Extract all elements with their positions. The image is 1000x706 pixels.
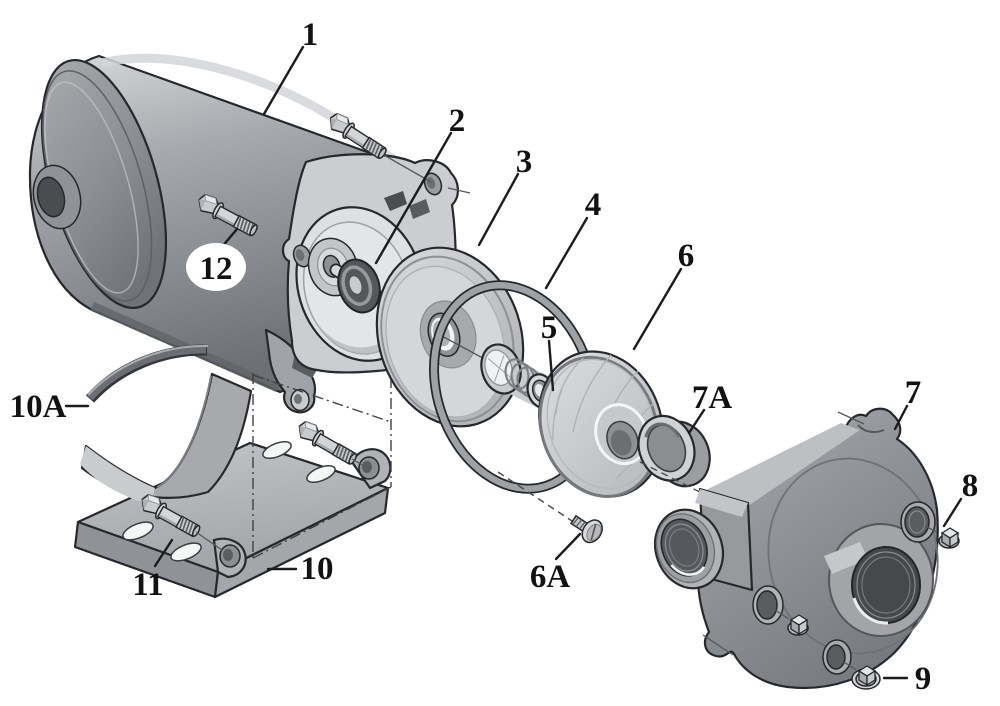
callout-label: 8 <box>962 468 979 504</box>
plug-hole-mid <box>752 585 784 625</box>
plug-hole-bottom <box>822 639 852 675</box>
base-tab-front <box>212 537 247 579</box>
leader-line <box>554 532 582 561</box>
wear-ring <box>637 414 711 488</box>
saddle-inner-edge <box>156 375 212 488</box>
boss-notch <box>857 424 885 434</box>
callout-label: 11 <box>132 567 163 603</box>
impeller <box>538 350 664 498</box>
motor-top-highlight <box>100 53 407 171</box>
callout-label: 6A <box>530 559 571 595</box>
leader-line <box>262 45 305 116</box>
base-slots <box>122 441 336 562</box>
callout-label: 9 <box>915 661 932 697</box>
callout-bubble <box>186 243 246 291</box>
leader-line <box>477 172 520 247</box>
callout-7: 7 <box>893 375 922 431</box>
motor-assembly <box>28 53 459 414</box>
callout-10: 10 <box>266 551 334 587</box>
leader-line <box>893 404 909 431</box>
screw-alignment-dash <box>497 471 573 522</box>
plug-hole-top <box>900 501 936 543</box>
conduit-hole <box>36 176 66 218</box>
callout-3: 3 <box>477 144 533 247</box>
bolt-alignment-line <box>837 411 865 425</box>
pipe-plug-8 <box>938 527 960 549</box>
mount-strap <box>85 344 209 403</box>
foot-hole-bore <box>294 394 302 404</box>
plug-alignment-line <box>774 609 790 620</box>
callout-label: 2 <box>449 103 466 139</box>
callout-6a: 6A <box>530 532 582 595</box>
callout-6: 6 <box>632 238 695 351</box>
port-block-top <box>695 489 748 517</box>
callout-label: 10 <box>301 551 334 587</box>
clamp-tab <box>384 191 407 211</box>
callout-10a: 10A <box>10 389 90 425</box>
callout-label: 3 <box>516 144 533 180</box>
callout-5: 5 <box>541 310 558 392</box>
saddle-front-band <box>80 446 155 505</box>
callout-12: 12 <box>186 227 246 291</box>
leader-line <box>942 497 963 528</box>
impeller-hub <box>594 403 649 466</box>
ring-alignment-dash <box>639 461 717 501</box>
callout-7a: 7A <box>687 380 733 435</box>
leader-line <box>153 538 174 568</box>
callout-label: 12 <box>200 251 233 287</box>
callout-label: 7A <box>692 380 733 416</box>
leader-line <box>547 339 555 392</box>
callout-label: 7 <box>905 375 922 411</box>
motor-base <box>73 372 392 599</box>
callout-8: 8 <box>942 468 979 528</box>
suction-port <box>654 508 724 590</box>
leader-line <box>632 267 683 351</box>
leader-line <box>687 408 706 435</box>
callout-1: 1 <box>262 17 319 116</box>
callout-2: 2 <box>374 103 466 265</box>
shaft-slinger <box>337 258 381 314</box>
callout-label: 4 <box>585 187 602 223</box>
clamp-tab <box>409 199 430 219</box>
callout-label: 10A <box>10 389 67 425</box>
volute-top-chamfer <box>702 423 860 506</box>
leader-line <box>374 131 453 265</box>
bolt-alignment-line <box>351 458 365 467</box>
bolt-alignment-line <box>195 531 223 551</box>
plug-alignment-line <box>843 661 857 671</box>
base-plate-right <box>213 486 390 599</box>
impeller-screw <box>570 514 603 544</box>
bolt-alignment-line <box>447 187 471 194</box>
discharge-bore <box>824 523 934 637</box>
base-tab-right <box>350 448 392 490</box>
callout-label: 6 <box>678 238 695 274</box>
callout-11: 11 <box>132 538 174 603</box>
leader-line <box>544 216 589 290</box>
bolt-alignment-line <box>702 634 734 656</box>
plug-alignment-line <box>924 525 938 533</box>
pipe-plug-9 <box>851 665 881 690</box>
pump-housing <box>654 407 939 689</box>
callout-label: 5 <box>541 310 558 346</box>
callout-4: 4 <box>544 187 602 290</box>
callout-label: 1 <box>302 17 319 53</box>
volute-face-line <box>767 457 939 655</box>
callout-9: 9 <box>882 661 932 697</box>
